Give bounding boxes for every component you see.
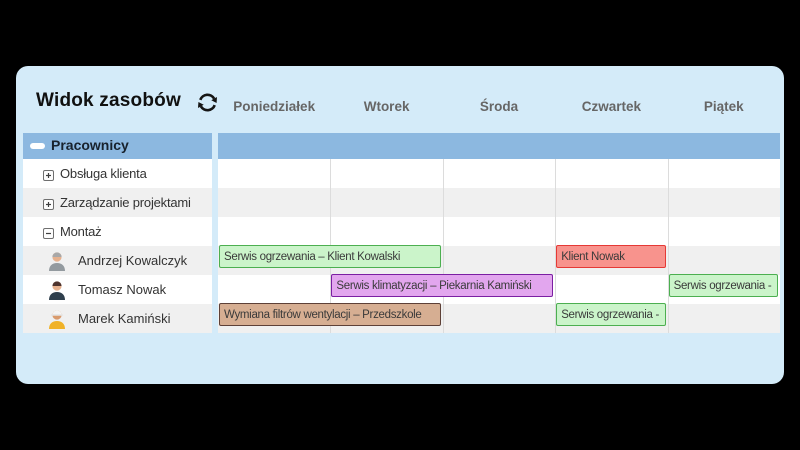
avatar xyxy=(46,278,68,300)
employee-name: Marek Kamiński xyxy=(78,311,171,326)
day-header-piątek: Piątek xyxy=(703,99,744,114)
sidebar-item-montaż[interactable]: Montaż xyxy=(23,217,212,246)
avatar xyxy=(46,307,68,329)
sidebar-item-obsługa-klienta[interactable]: Obsługa klienta xyxy=(23,159,212,188)
employee-row-andrzej-kowalczyk[interactable]: Andrzej Kowalczyk xyxy=(23,246,212,275)
task-bar[interactable]: Serwis ogrzewania - xyxy=(668,274,778,297)
plus-icon[interactable] xyxy=(43,168,54,181)
task-bar[interactable]: Serwis klimatyzacji – Piekarnia Kamiński xyxy=(331,274,554,297)
grid-row xyxy=(218,217,780,246)
category-label: Zarządzanie projektami xyxy=(60,195,191,210)
column-divider xyxy=(555,159,557,333)
task-bar[interactable]: Klient Nowak xyxy=(556,245,666,268)
category-label: Obsługa klienta xyxy=(60,166,147,181)
group-row-pracownicy[interactable]: Pracownicy xyxy=(23,133,212,159)
task-bar[interactable]: Wymiana filtrów wentylacji – Przedszkole xyxy=(219,303,441,326)
employee-name: Andrzej Kowalczyk xyxy=(78,253,188,268)
task-bar[interactable]: Serwis ogrzewania - xyxy=(556,303,666,326)
refresh-button[interactable] xyxy=(196,91,219,114)
category-label: Montaż xyxy=(60,224,102,239)
column-divider xyxy=(667,159,669,333)
day-header-poniedziałek: Poniedziałek xyxy=(233,99,316,114)
column-divider xyxy=(442,159,444,333)
employee-row-marek-kamiński[interactable]: Marek Kamiński xyxy=(23,304,212,333)
day-header-środa: Środa xyxy=(479,99,519,114)
employee-name: Tomasz Nowak xyxy=(78,282,167,297)
group-band-track xyxy=(218,133,780,159)
resource-view-panel: Widok zasobów Poniedziałek Wtorek Środa Czw… xyxy=(16,66,784,384)
group-label: Pracownicy xyxy=(51,137,129,153)
day-header-czwartek: Czwartek xyxy=(581,99,642,114)
page-title: Widok zasobów xyxy=(36,90,181,111)
task-bar[interactable]: Serwis ogrzewania – Klient Kowalski xyxy=(219,245,441,268)
sidebar-item-zarządzanie-projektami[interactable]: Zarządzanie projektami xyxy=(23,188,212,217)
grid-row xyxy=(218,188,780,217)
plus-icon[interactable] xyxy=(43,197,54,210)
minus-icon[interactable] xyxy=(30,143,45,149)
minus-icon[interactable] xyxy=(43,226,54,239)
day-header-wtorek: Wtorek xyxy=(363,99,410,114)
avatar xyxy=(46,249,68,271)
grid-row xyxy=(218,159,780,188)
refresh-icon xyxy=(198,93,217,112)
employee-row-tomasz-nowak[interactable]: Tomasz Nowak xyxy=(23,275,212,304)
